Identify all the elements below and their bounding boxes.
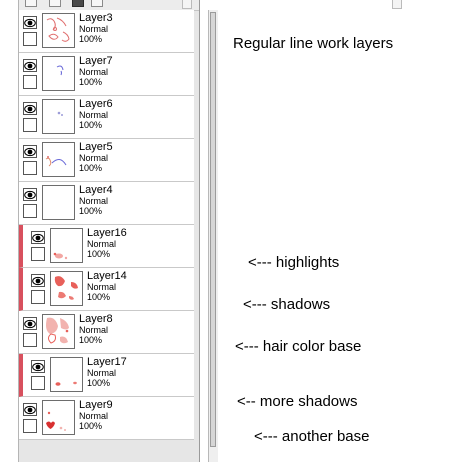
- layer-blend-mode: Normal: [87, 282, 117, 292]
- window-close-icon[interactable]: [392, 0, 402, 9]
- layer-thumbnail: [42, 314, 75, 349]
- eye-icon[interactable]: [23, 145, 37, 158]
- layer-opacity: 100%: [79, 206, 103, 216]
- layer-name: Layer14: [87, 270, 127, 282]
- layer-thumbnail: [50, 271, 83, 306]
- layer-opacity: 100%: [79, 120, 103, 130]
- lock-checkbox[interactable]: [23, 75, 37, 89]
- layer-blend-mode: Normal: [79, 196, 109, 206]
- lock-checkbox[interactable]: [23, 333, 37, 347]
- layer-name: Layer8: [79, 313, 113, 325]
- layer-blend-mode: Normal: [79, 110, 109, 120]
- eye-icon[interactable]: [23, 188, 37, 201]
- eye-icon[interactable]: [23, 16, 37, 29]
- layer-thumbnail: [42, 13, 75, 48]
- scrollbar-thumb[interactable]: [210, 12, 216, 447]
- new-layer-icon[interactable]: [25, 0, 37, 7]
- note-highlights: <--- highlights: [248, 254, 340, 271]
- layer-thumbnail: [50, 357, 83, 392]
- note-more-shadows: <-- more shadows: [237, 393, 358, 410]
- layer-opacity: 100%: [79, 335, 103, 345]
- layer-name: Layer4: [79, 184, 113, 196]
- layer-blend-mode: Normal: [79, 153, 109, 163]
- eye-icon[interactable]: [23, 403, 37, 416]
- eye-icon[interactable]: [31, 360, 45, 373]
- panel-menu-icon[interactable]: [182, 0, 192, 9]
- lock-checkbox[interactable]: [31, 247, 45, 261]
- layer-opacity: 100%: [87, 249, 111, 259]
- layer-blend-mode: Normal: [79, 24, 109, 34]
- layer-opacity: 100%: [87, 292, 111, 302]
- layer-opacity: 100%: [87, 378, 111, 388]
- layer-name: Layer16: [87, 227, 127, 239]
- lock-checkbox[interactable]: [23, 32, 37, 46]
- new-folder-icon[interactable]: [49, 0, 61, 7]
- lock-checkbox[interactable]: [23, 118, 37, 132]
- eye-icon[interactable]: [31, 274, 45, 287]
- lock-checkbox[interactable]: [23, 204, 37, 218]
- lock-checkbox[interactable]: [23, 419, 37, 433]
- layer-blend-mode: Normal: [87, 368, 117, 378]
- note-hair-color-base: <--- hair color base: [235, 338, 362, 355]
- layer-thumbnail: [42, 56, 75, 91]
- layer-opacity: 100%: [79, 163, 103, 173]
- layer-blend-mode: Normal: [79, 67, 109, 77]
- layer-blend-mode: Normal: [79, 325, 109, 335]
- layer-thumbnail: [42, 400, 75, 435]
- layer-name: Layer17: [87, 356, 127, 368]
- layer-name: Layer3: [79, 12, 113, 24]
- eye-icon[interactable]: [23, 317, 37, 330]
- eye-icon[interactable]: [23, 102, 37, 115]
- layer-thumbnail: [42, 142, 75, 177]
- layer-blend-mode: Normal: [79, 411, 109, 421]
- delete-layer-icon[interactable]: [91, 0, 103, 7]
- note-another-base: <--- another base: [254, 428, 370, 445]
- layer-thumbnail: [42, 185, 75, 220]
- layer-name: Layer7: [79, 55, 113, 67]
- layer-name: Layer6: [79, 98, 113, 110]
- eye-icon[interactable]: [31, 231, 45, 244]
- lock-checkbox[interactable]: [31, 376, 45, 390]
- lock-checkbox[interactable]: [23, 161, 37, 175]
- layer-thumbnail: [42, 99, 75, 134]
- layer-blend-mode: Normal: [87, 239, 117, 249]
- note-regular-line-work: Regular line work layers: [233, 35, 394, 52]
- layer-thumbnail: [50, 228, 83, 263]
- layer-name: Layer5: [79, 141, 113, 153]
- layer-opacity: 100%: [79, 34, 103, 44]
- note-shadows: <--- shadows: [243, 296, 331, 313]
- layer-view-icon[interactable]: [72, 0, 84, 7]
- eye-icon[interactable]: [23, 59, 37, 72]
- lock-checkbox[interactable]: [31, 290, 45, 304]
- layer-opacity: 100%: [79, 421, 103, 431]
- layer-name: Layer9: [79, 399, 113, 411]
- layer-opacity: 100%: [79, 77, 103, 87]
- layer-scrollbar[interactable]: [208, 10, 218, 462]
